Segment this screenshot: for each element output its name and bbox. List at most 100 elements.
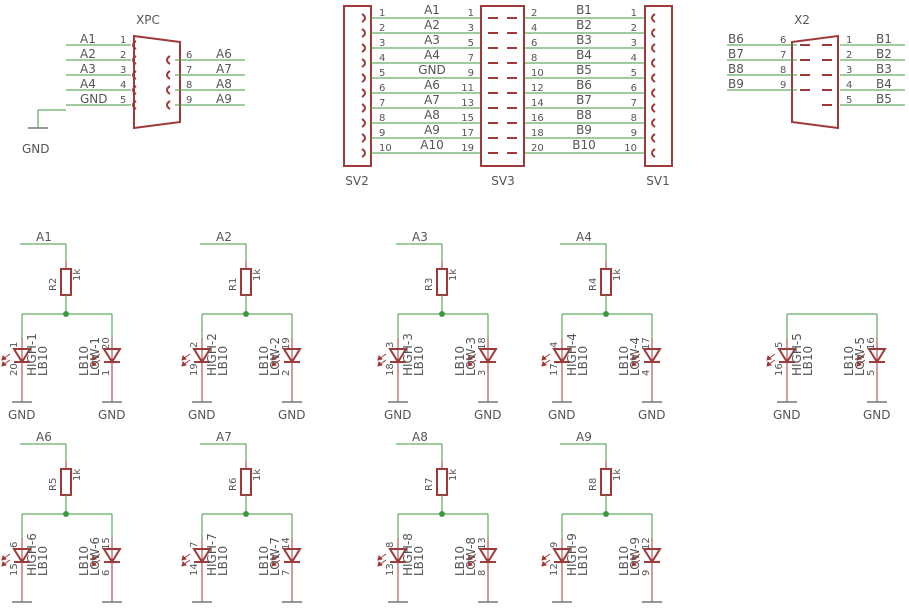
xpc-left-pin: 3: [120, 65, 126, 76]
xpc-left-signal: A3: [80, 62, 96, 76]
xpc-pin-contact: [132, 70, 137, 80]
x2-right-signal: B3: [876, 62, 892, 76]
bus-b-signal: B5: [576, 63, 592, 77]
x2-left-pin: 6: [780, 35, 786, 46]
low-led-arrowhead: [91, 361, 97, 367]
low-led-pin-cathode: 4: [641, 370, 652, 376]
sv3-even-pin: 6: [531, 38, 537, 49]
sv3-odd-pin: 11: [461, 83, 474, 94]
high-led-arrowhead: [541, 555, 547, 561]
low-led-pin-anode: 15: [101, 537, 112, 550]
high-led-arrowhead: [181, 555, 187, 561]
xpc-pin-contact: [132, 40, 137, 50]
high-led-arrowhead: [1, 361, 7, 367]
high-led-name: HIGH-9: [565, 533, 579, 576]
low-led-arrowhead: [856, 355, 862, 361]
high-led-pin-anode: 3: [385, 342, 396, 348]
sv2-pin: 4: [379, 53, 385, 64]
xpc-body: [133, 34, 181, 130]
high-led-arrowhead: [766, 361, 772, 367]
bus-b-signal: B10: [572, 138, 596, 152]
low-led-pin-anode: 14: [281, 537, 292, 550]
sv3-odd-pin: 3: [468, 23, 474, 34]
signal-label: A8: [412, 430, 428, 444]
sv1-name: SV1: [646, 174, 669, 188]
low-led-pin-cathode: 3: [477, 370, 488, 376]
resistor-body: [436, 268, 448, 296]
low-led-arrowhead: [631, 561, 637, 567]
x2-right-pin: 2: [846, 50, 852, 61]
sv2-pin: 2: [379, 23, 385, 34]
resistor-value: 1k: [448, 269, 459, 281]
sv1-pin-contact: [651, 43, 656, 53]
sv1-pin-contact: [651, 13, 656, 23]
bus-a-signal: A7: [424, 93, 440, 107]
high-led-pin-anode: 5: [774, 342, 785, 348]
low-led-arrowhead: [91, 355, 97, 361]
low-led-name: LOW-7: [268, 537, 282, 576]
high-led-type: LB10: [412, 346, 426, 376]
sv2-pin: 1: [379, 8, 385, 19]
signal-label: A1: [36, 230, 52, 244]
xpc-left-signal: A2: [80, 47, 96, 61]
bus-b-signal: B6: [576, 78, 592, 92]
xpc-left-pin: 2: [120, 50, 126, 61]
high-led-pin-cathode: 13: [385, 563, 396, 576]
xpc-right-pin: 8: [186, 80, 192, 91]
sv2-pin-contact: [361, 148, 366, 158]
high-led-arrowhead: [1, 555, 7, 561]
x2-right-pin: 4: [846, 80, 852, 91]
sv1-pin: 7: [631, 98, 637, 109]
x2-right-signal: B1: [876, 32, 892, 46]
bus-a-signal: GND: [418, 63, 446, 77]
high-led-pin-cathode: 16: [774, 363, 785, 376]
gnd-label: GND: [188, 408, 216, 422]
bus-b-signal: B9: [576, 123, 592, 137]
x2-name: X2: [794, 13, 810, 27]
sv2-name: SV2: [345, 174, 368, 188]
low-led-type: LB10: [453, 346, 467, 376]
sv1-pin-contact: [651, 148, 656, 158]
bus-b-signal: B7: [576, 93, 592, 107]
low-led-arrowhead: [467, 355, 473, 361]
sv3-even-pin: 4: [531, 23, 537, 34]
low-led-arrowhead: [91, 561, 97, 567]
sv3-odd-pin: 9: [468, 68, 474, 79]
low-led-name: LOW-4: [628, 337, 642, 376]
sv1-pin: 5: [631, 68, 637, 79]
xpc-pin-contact: [132, 55, 137, 65]
gnd-label: GND: [8, 408, 36, 422]
resistor-name: R2: [48, 278, 59, 291]
high-led-name: HIGH-8: [401, 533, 415, 576]
sv3-even-pin: 2: [531, 8, 537, 19]
resistor-name: R1: [228, 278, 239, 291]
low-led-name: LOW-8: [464, 537, 478, 576]
low-led-arrowhead: [271, 361, 277, 367]
resistor-body: [600, 268, 612, 296]
gnd-label: GND: [278, 408, 306, 422]
high-led-pin-cathode: 18: [385, 363, 396, 376]
sv1-pin-contact: [651, 28, 656, 38]
low-led-pin-anode: 13: [477, 537, 488, 550]
low-led-arrowhead: [631, 355, 637, 361]
sv2-pin-contact: [361, 118, 366, 128]
low-led-pin-anode: 16: [866, 337, 877, 350]
high-led-arrowhead: [181, 361, 187, 367]
sv3-name: SV3: [491, 174, 514, 188]
high-led-pin-anode: 8: [385, 542, 396, 548]
high-led-name: HIGH-6: [25, 533, 39, 576]
sv1-pin-contact: [651, 88, 656, 98]
high-led-arrowhead: [377, 555, 383, 561]
high-led-pin-anode: 4: [549, 342, 560, 348]
high-led-arrowhead: [377, 361, 383, 367]
xpc-left-pin: 4: [120, 80, 126, 91]
bus-a-signal: A10: [420, 138, 443, 152]
sv1-pin: 6: [631, 83, 637, 94]
